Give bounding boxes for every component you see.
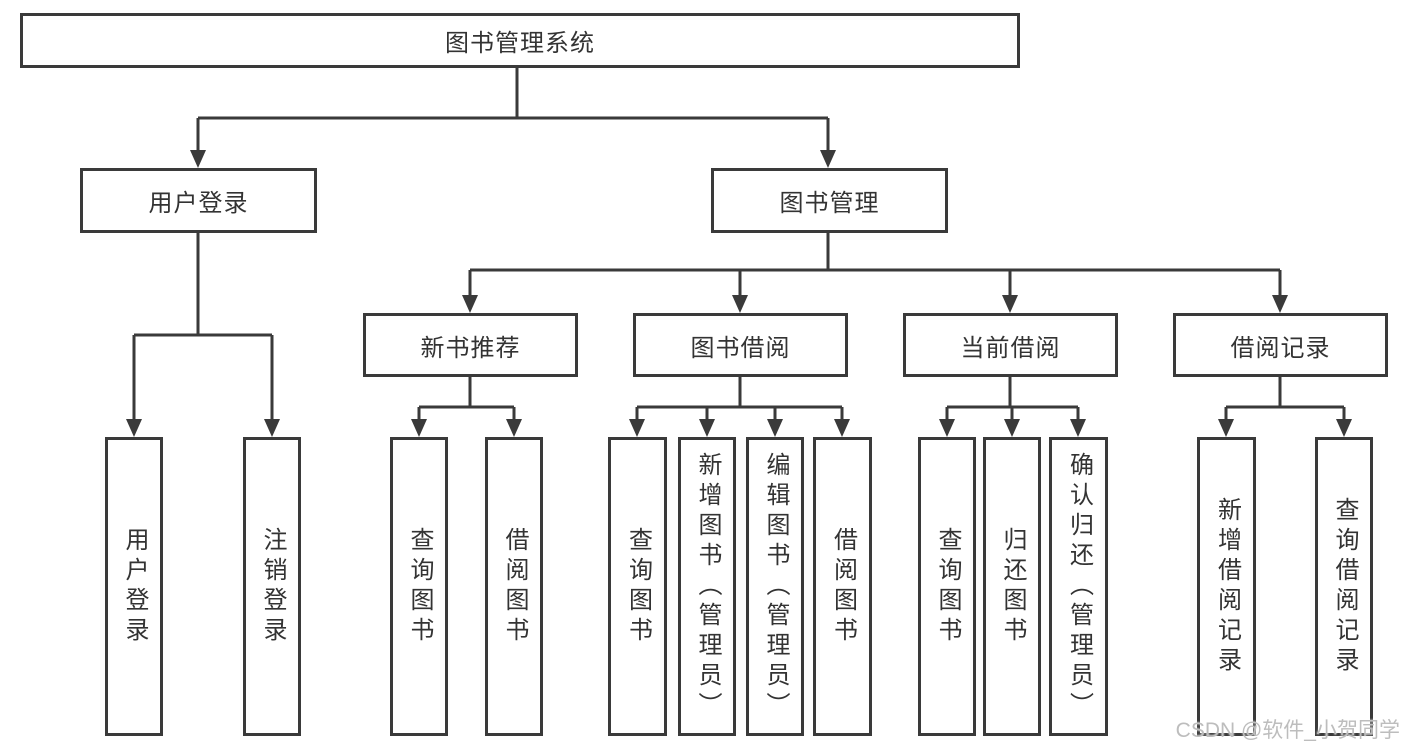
node-label: 当前借阅 — [960, 334, 1061, 362]
node-label: 新书推荐 — [420, 334, 521, 362]
node-new-book-recommendation: 新书推荐 — [363, 313, 578, 377]
leaf-query-borrow-record: 查询借阅记录 — [1315, 437, 1373, 736]
node-label: 确认归还（管理员） — [1065, 451, 1093, 722]
leaf-query-books-current: 查询图书 — [918, 437, 976, 736]
node-label: 图书借阅 — [690, 334, 791, 362]
node-label: 编辑图书（管理员） — [762, 451, 789, 722]
node-borrowing-records: 借阅记录 — [1173, 313, 1388, 377]
leaf-borrow-books: 借阅图书 — [813, 437, 872, 736]
node-label: 借阅图书 — [829, 526, 857, 647]
node-book-borrowing: 图书借阅 — [633, 313, 848, 377]
leaf-query-books-borrow: 查询图书 — [608, 437, 667, 736]
leaf-query-books-recommend: 查询图书 — [390, 437, 448, 736]
node-label: 注销登录 — [259, 526, 286, 647]
node-label: 用户登录 — [148, 190, 249, 217]
leaf-borrow-books-recommend: 借阅图书 — [485, 437, 543, 736]
node-label: 借阅记录 — [1230, 334, 1331, 362]
node-label: 用户登录 — [121, 526, 148, 647]
leaf-return-books: 归还图书 — [983, 437, 1041, 736]
leaf-edit-books-admin: 编辑图书（管理员） — [746, 437, 804, 736]
node-label: 查询图书 — [624, 526, 652, 647]
node-library-management-system: 图书管理系统 — [20, 13, 1020, 68]
leaf-user-login: 用户登录 — [105, 437, 163, 736]
leaf-add-books-admin: 新增图书（管理员） — [678, 437, 736, 736]
node-label: 借阅图书 — [501, 526, 528, 647]
leaf-confirm-return-admin: 确认归还（管理员） — [1049, 437, 1108, 736]
node-current-borrowing: 当前借阅 — [903, 313, 1118, 377]
node-book-management: 图书管理 — [711, 168, 948, 233]
node-label: 图书管理系统 — [445, 30, 595, 57]
node-label: 查询图书 — [406, 526, 433, 647]
watermark-csdn: CSDN @软件_小贺同学 — [1175, 719, 1400, 742]
node-label: 新增图书（管理员） — [694, 451, 721, 722]
node-label: 归还图书 — [999, 526, 1026, 647]
leaf-add-borrow-record: 新增借阅记录 — [1197, 437, 1256, 736]
node-user-login: 用户登录 — [80, 168, 317, 233]
node-label: 查询借阅记录 — [1331, 496, 1358, 677]
node-label: 查询图书 — [934, 526, 961, 647]
node-label: 新增借阅记录 — [1213, 496, 1241, 677]
node-label: 图书管理 — [779, 190, 880, 217]
leaf-logout: 注销登录 — [243, 437, 301, 736]
